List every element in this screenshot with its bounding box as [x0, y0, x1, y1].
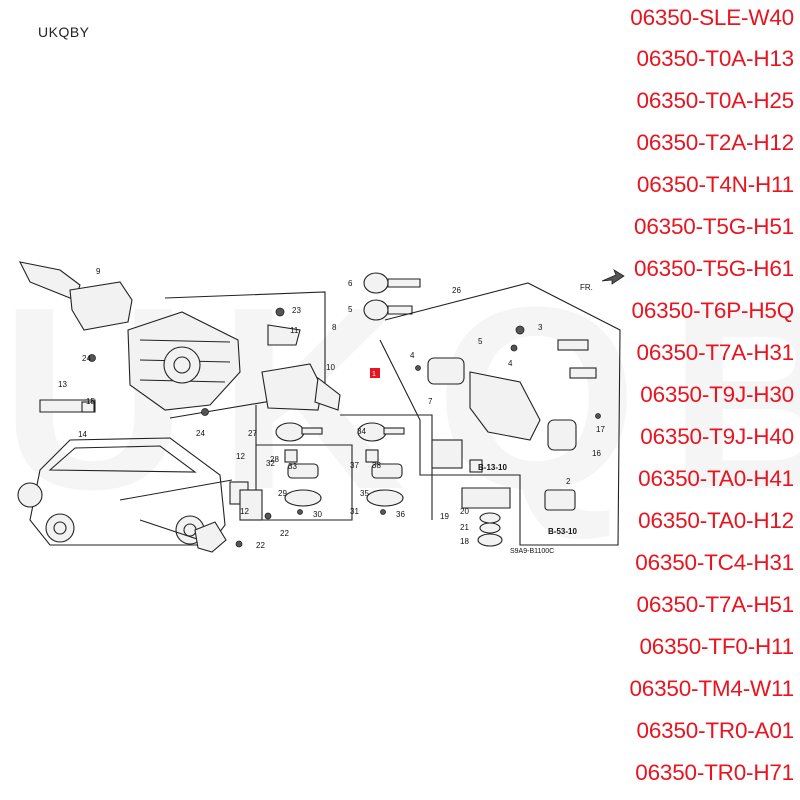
callout: 9 [96, 267, 101, 276]
callout-labels: 9 23 11 8 24 10 13 15 14 24 27 28 32 33 … [58, 267, 605, 550]
part-number: 06350-T5G-H51 [634, 214, 794, 239]
callout: 24 [196, 429, 205, 438]
callout: 19 [440, 512, 449, 521]
callout: 22 [256, 541, 265, 550]
figure-code: S9A9-B1100C [510, 548, 554, 555]
callout: 27 [248, 429, 257, 438]
part-number: 06350-T2A-H12 [636, 130, 795, 155]
column-switch-group [19, 261, 433, 521]
callout: 8 [332, 323, 337, 332]
callout: 5 [348, 305, 353, 314]
callout: 1 [372, 371, 376, 378]
ignition-switch-group [370, 282, 621, 547]
part-number: 06350-TA0-H12 [638, 508, 794, 533]
callout: 12 [236, 452, 245, 461]
front-marker: FR. [580, 283, 593, 292]
callout: 2 [566, 477, 571, 486]
callout: 33 [288, 462, 297, 471]
callout: 30 [313, 510, 322, 519]
callout: 20 [460, 507, 469, 516]
part-number: 06350-SLE-W40 [630, 5, 794, 30]
callout: 4 [508, 359, 513, 368]
key-set-left [275, 422, 323, 515]
ref-b53: B-53-10 [548, 527, 577, 536]
callout: 37 [350, 461, 359, 470]
callout: 10 [326, 363, 335, 372]
callout: 28 [270, 455, 279, 464]
callout: 36 [396, 510, 405, 519]
part-number: 06350-TR0-H71 [635, 760, 794, 785]
callout: 22 [280, 529, 289, 538]
callout: 24 [82, 354, 91, 363]
part-number: 06350-TA0-H41 [638, 466, 794, 491]
part-number: 06350-T0A-H25 [636, 88, 795, 113]
front-direction-arrow [601, 269, 625, 285]
callout: 5 [478, 337, 483, 346]
callout: 15 [86, 397, 95, 406]
callout: 34 [357, 427, 366, 436]
callout: 16 [592, 449, 601, 458]
callout: 32 [266, 459, 275, 468]
part-number: 06350-T6P-H5Q [631, 298, 795, 323]
part-number: 06350-T7A-H31 [636, 340, 795, 365]
brand-label: UKQBY [38, 24, 90, 40]
lock-actuator-group [194, 481, 272, 553]
callout: 21 [460, 523, 469, 532]
callout: 18 [460, 537, 469, 546]
part-number: 06350-TM4-W11 [629, 676, 794, 701]
key-set-right [357, 422, 405, 515]
callout: 13 [58, 380, 67, 389]
part-number: 06350-T0A-H13 [636, 46, 795, 71]
part-number-list: 06350-SLE-W40 06350-T0A-H13 06350-T0A-H2… [594, 0, 794, 794]
part-number: 06350-TR0-A01 [636, 718, 795, 743]
callout: 11 [290, 326, 299, 335]
callout: 4 [410, 351, 415, 360]
part-number: 06350-T7A-H51 [636, 592, 795, 617]
master-keys [363, 272, 421, 321]
callout: 29 [278, 489, 287, 498]
callout: 26 [452, 286, 461, 295]
callout: 38 [372, 461, 381, 470]
callout: 17 [596, 425, 605, 434]
part-number: 06350-T9J-H30 [640, 382, 794, 407]
callout: 6 [348, 279, 353, 288]
part-number: 06350-TC4-H31 [635, 550, 794, 575]
part-number: 06350-T9J-H40 [640, 424, 794, 449]
callout: 35 [360, 489, 369, 498]
callout: 23 [292, 306, 301, 315]
callout: 31 [350, 507, 359, 516]
part-number: 06350-T4N-H11 [636, 172, 794, 197]
callout: 7 [428, 397, 433, 406]
callout: 12 [240, 507, 249, 516]
part-number: 06350-T5G-H61 [634, 256, 794, 281]
ref-b13: B-13-10 [478, 463, 507, 472]
callout: 3 [538, 323, 543, 332]
callout: 14 [78, 430, 87, 439]
part-number: 06350-TF0-H11 [639, 634, 794, 659]
